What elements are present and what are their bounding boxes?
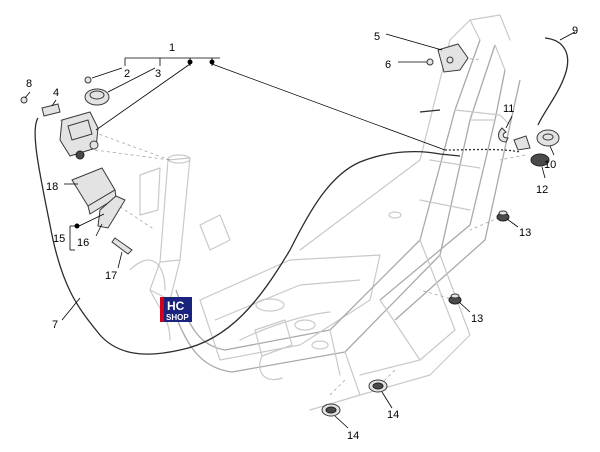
clip-part-11 (498, 127, 509, 143)
callout-2: 2 (124, 68, 130, 80)
callout-7: 7 (52, 319, 58, 331)
callout-13-lower: 13 (471, 313, 483, 325)
lock-assembly-part-1 (59, 111, 99, 160)
hc-shop-logo: HC SHOP (160, 297, 192, 322)
grommet-part-3 (84, 88, 110, 106)
cover-part-16 (97, 195, 126, 229)
grommet-part-14-right (368, 379, 388, 393)
plug-part-13-lower (448, 293, 462, 305)
leader-lines (24, 31, 576, 429)
callout-9: 9 (572, 25, 578, 37)
callout-18: 18 (46, 181, 58, 193)
latch-part-10 (536, 129, 560, 147)
clip-part-17 (111, 237, 133, 255)
grommet-part-14-left (321, 403, 341, 417)
callout-15: 15 (53, 233, 65, 245)
scooter-frame (129, 14, 521, 411)
callout-3: 3 (155, 68, 161, 80)
callout-13-upper: 13 (519, 227, 531, 239)
key-cylinder-part-12 (513, 135, 550, 167)
callout-10: 10 (544, 159, 556, 171)
callout-4: 4 (53, 87, 59, 99)
callout-14-right: 14 (387, 409, 399, 421)
callout-6: 6 (385, 59, 391, 71)
callout-1: 1 (169, 42, 175, 54)
callout-17: 17 (105, 270, 117, 282)
clip-part-4 (41, 103, 61, 117)
callout-11: 11 (503, 103, 514, 115)
bracket-part-5 (437, 43, 469, 73)
callout-14-left: 14 (347, 430, 359, 442)
callout-8: 8 (26, 78, 32, 90)
cables (34, 37, 569, 355)
screw-part-2 (84, 76, 92, 84)
plug-part-13-upper (496, 210, 510, 222)
parts (20, 43, 560, 417)
screw-part-6 (426, 58, 434, 66)
screw-part-8 (20, 96, 28, 104)
callout-12: 12 (536, 184, 548, 196)
callout-5: 5 (374, 31, 380, 43)
callout-labels: 1 2 3 4 5 6 7 8 9 10 11 12 13 13 14 14 1… (26, 25, 578, 442)
callout-16: 16 (77, 237, 89, 249)
logo-shop-text: SHOP (166, 313, 189, 322)
logo-hc-text: HC (167, 299, 185, 313)
actuator-part-18 (71, 167, 117, 215)
